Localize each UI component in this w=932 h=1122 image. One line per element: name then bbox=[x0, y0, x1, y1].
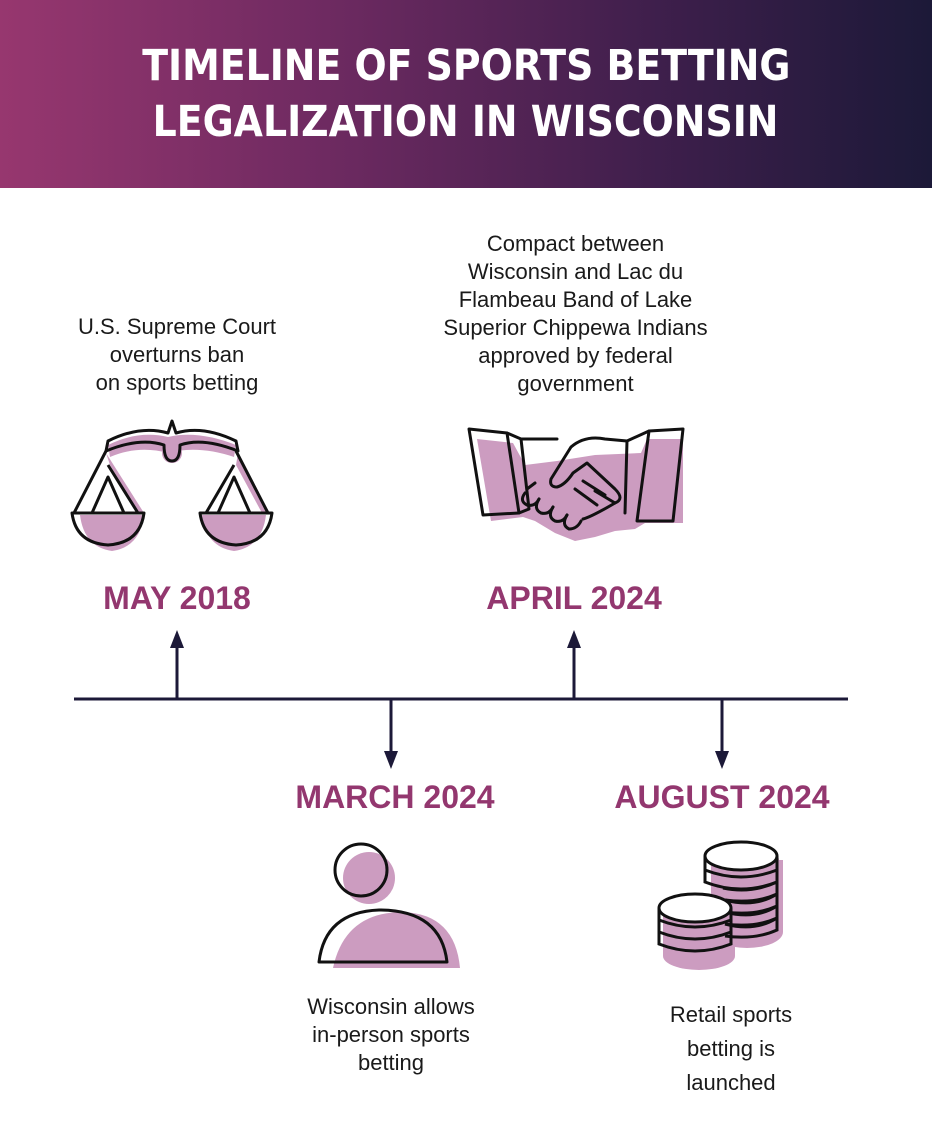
description-line: in-person sports bbox=[312, 1022, 470, 1047]
event-date: AUGUST 2024 bbox=[614, 779, 830, 815]
arrow-up-icon bbox=[170, 630, 184, 699]
scales-of-justice-icon bbox=[70, 419, 274, 551]
header-banner: TIMELINE OF SPORTS BETTING LEGALIZATION … bbox=[0, 0, 932, 188]
event-date: APRIL 2024 bbox=[486, 580, 662, 616]
arrow-down-icon bbox=[715, 699, 729, 769]
description-line: Retail sports bbox=[669, 1002, 793, 1027]
event-date: MAY 2018 bbox=[103, 580, 251, 616]
arrow-up-icon bbox=[567, 630, 581, 699]
description-line: overturns ban bbox=[109, 342, 245, 367]
event-description: Compact between Wisconsin and Lac du Fla… bbox=[398, 230, 753, 398]
coin-stacks-icon bbox=[657, 840, 783, 970]
page-title-line-1: TIMELINE OF SPORTS BETTING bbox=[141, 41, 791, 91]
description-line: launched bbox=[686, 1070, 776, 1095]
arrow-down-icon bbox=[384, 699, 398, 769]
description-line: approved by federal bbox=[478, 343, 673, 368]
person-icon bbox=[317, 842, 460, 968]
description-line: U.S. Supreme Court bbox=[77, 314, 277, 339]
description-line: Flambeau Band of Lake bbox=[458, 287, 693, 312]
description-line: betting bbox=[357, 1050, 425, 1075]
event-description: Retail sports betting is launched bbox=[581, 998, 881, 1100]
description-line: betting is bbox=[686, 1036, 776, 1061]
handshake-icon bbox=[467, 427, 685, 541]
description-line: Wisconsin allows bbox=[307, 994, 475, 1019]
description-line: Compact between bbox=[486, 231, 665, 256]
page-title-line-2: LEGALIZATION IN WISCONSIN bbox=[153, 97, 779, 147]
description-line: on sports betting bbox=[95, 370, 259, 395]
description-line: government bbox=[517, 371, 634, 396]
description-line: Wisconsin and Lac du bbox=[467, 259, 684, 284]
event-description: Wisconsin allows in-person sports bettin… bbox=[241, 993, 541, 1077]
event-description: U.S. Supreme Court overturns ban on spor… bbox=[27, 313, 327, 397]
description-line: Superior Chippewa Indians bbox=[443, 315, 708, 340]
event-date: MARCH 2024 bbox=[295, 779, 495, 815]
